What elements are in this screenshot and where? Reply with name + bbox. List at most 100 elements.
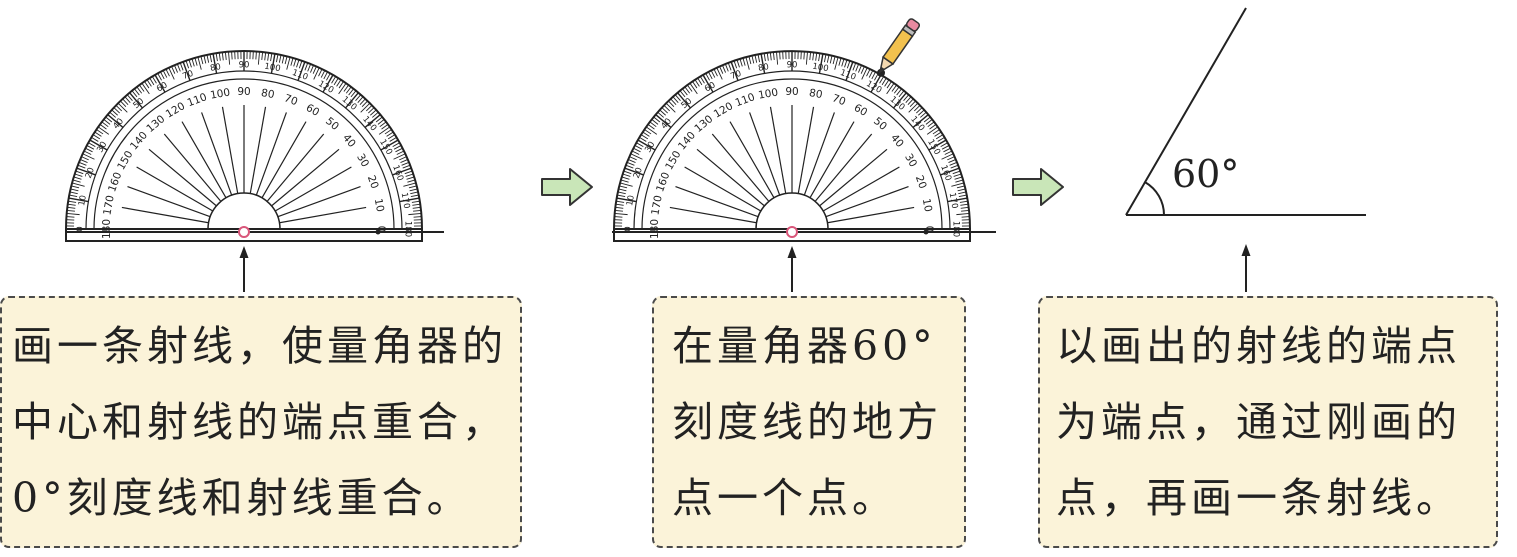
scale-tick xyxy=(203,55,207,64)
scale-tick xyxy=(722,64,726,73)
scale-tick xyxy=(622,173,631,177)
scale-tick xyxy=(82,153,95,160)
scale-tick xyxy=(739,58,743,67)
scale-tick xyxy=(368,107,375,114)
scale-tick xyxy=(387,134,396,140)
scale-tick xyxy=(779,51,781,60)
scale-tick xyxy=(672,96,679,103)
scale-tick xyxy=(713,68,718,77)
scale-tick xyxy=(400,159,409,163)
scale-tick xyxy=(323,71,328,80)
scale-tick xyxy=(81,156,89,161)
scale-tick xyxy=(947,197,968,203)
outer-scale-label: 90 xyxy=(787,61,798,71)
inner-scale-label: 70 xyxy=(283,92,300,108)
scale-tick xyxy=(270,53,273,62)
scale-tick xyxy=(293,58,297,67)
scale-tick xyxy=(144,81,150,89)
scale-tick xyxy=(364,114,381,128)
scale-tick xyxy=(136,86,143,94)
instruction-line: 以画出的射线的端点 xyxy=(1056,322,1461,370)
scale-tick xyxy=(89,139,108,151)
scale-tick xyxy=(392,142,400,147)
scale-tick xyxy=(402,164,411,169)
scale-tick xyxy=(348,88,354,96)
scale-tick xyxy=(270,53,276,74)
zero-mark xyxy=(923,229,929,235)
pointer-arrow-1 xyxy=(239,246,249,292)
scale-tick xyxy=(687,84,693,92)
scale-tick xyxy=(832,56,836,65)
scale-tick xyxy=(78,161,87,166)
scale-tick xyxy=(350,90,357,98)
scale-tick xyxy=(727,62,732,71)
scale-tick xyxy=(313,67,320,80)
center-point xyxy=(238,226,250,238)
outer-scale-label: 170 xyxy=(399,192,412,210)
scale-tick xyxy=(255,51,257,60)
inner-scale-label: 180 xyxy=(649,219,661,239)
scale-tick xyxy=(879,76,885,84)
scale-tick xyxy=(407,179,416,183)
degree-ray xyxy=(255,112,287,196)
scale-tick xyxy=(937,136,945,142)
outer-scale-label: 90 xyxy=(239,61,250,71)
step-arrow-2 xyxy=(1012,168,1064,206)
scale-tick xyxy=(392,167,412,176)
scale-tick xyxy=(120,100,127,108)
inner-scale-label: 30 xyxy=(354,152,371,170)
scale-tick xyxy=(343,84,349,92)
scale-tick xyxy=(659,109,666,116)
scale-tick xyxy=(772,51,775,60)
scale-tick xyxy=(96,129,104,135)
scale-tick xyxy=(389,136,397,142)
scale-tick xyxy=(406,176,415,180)
scale-tick xyxy=(724,63,729,72)
scale-tick xyxy=(909,100,916,108)
scale-tick xyxy=(920,111,927,118)
scale-tick xyxy=(639,136,647,142)
scale-tick xyxy=(124,96,131,103)
outer-scale-label: 20 xyxy=(632,166,645,180)
degree-ray xyxy=(696,148,765,207)
scale-tick xyxy=(298,60,303,69)
degree-ray xyxy=(249,106,267,194)
inner-scale-label: 80 xyxy=(260,87,275,101)
scale-tick xyxy=(182,61,191,81)
scale-tick xyxy=(162,70,168,78)
scale-tick xyxy=(131,90,138,98)
scale-tick xyxy=(413,209,422,212)
scale-tick xyxy=(286,56,291,70)
scale-tick xyxy=(359,98,366,105)
scale-tick xyxy=(409,188,418,192)
outer-scale-label: 30 xyxy=(643,140,657,154)
scale-tick xyxy=(165,68,170,77)
scale-tick xyxy=(410,191,419,195)
instruction-box-1: 画一条射线，使量角器的 中心和射线的端点重合， 0°刻度线和射线重合。 xyxy=(0,296,522,548)
instruction-line: 点，再画一条射线。 xyxy=(1056,474,1461,522)
scale-tick xyxy=(956,213,970,216)
scale-tick xyxy=(71,182,85,187)
scale-tick xyxy=(699,76,705,84)
scale-tick xyxy=(134,88,140,96)
scale-tick xyxy=(907,98,914,105)
scale-tick xyxy=(307,63,312,72)
scale-tick xyxy=(913,105,921,112)
scale-tick xyxy=(619,185,628,189)
scale-tick xyxy=(322,74,334,93)
degree-ray xyxy=(148,148,217,207)
degree-ray xyxy=(136,166,214,212)
scale-tick xyxy=(393,145,402,150)
scale-tick xyxy=(149,77,155,86)
instruction-line: 在量角器60° xyxy=(672,322,937,370)
instruction-line: 为端点，通过刚画的 xyxy=(1056,398,1461,446)
scale-tick xyxy=(71,185,80,189)
scale-arc xyxy=(85,70,403,230)
scale-tick xyxy=(228,51,231,65)
scale-tick xyxy=(378,126,391,135)
scale-tick xyxy=(655,114,672,128)
scale-tick xyxy=(912,114,929,128)
scale-tick xyxy=(86,145,95,150)
scale-tick xyxy=(961,209,970,212)
scale-tick xyxy=(326,73,331,81)
